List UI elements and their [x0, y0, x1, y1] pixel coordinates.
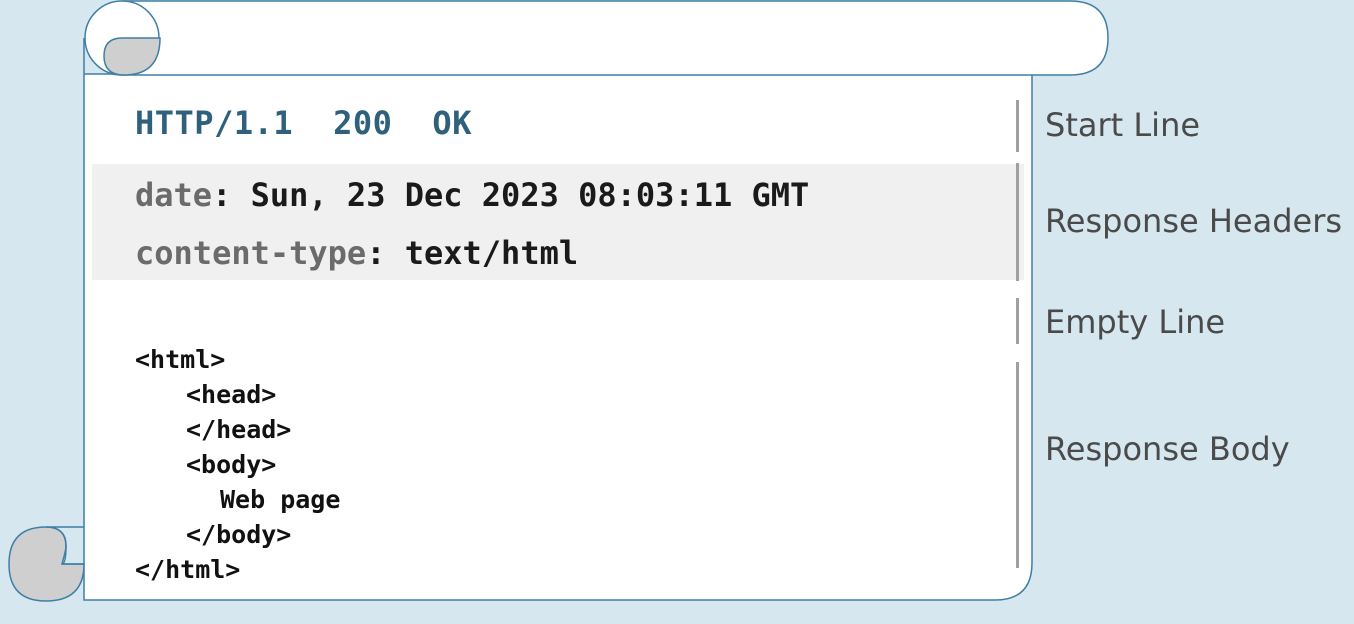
divider-empty-line [1016, 298, 1019, 344]
start-line: HTTP/1.1 200 OK [135, 104, 512, 142]
header-name: content-type [135, 234, 367, 272]
header-name: date [135, 176, 213, 214]
divider-body [1016, 362, 1019, 568]
body-line: <head> [186, 380, 277, 409]
body-line: </html> [135, 555, 241, 584]
header-separator: : [212, 176, 232, 214]
scroll-top-curl [103, 37, 161, 76]
header-value: text/html [404, 234, 579, 272]
body-line: Web page [220, 485, 341, 514]
scroll-top-roll [122, 0, 1109, 76]
reason-phrase: OK [432, 104, 472, 142]
header-row-content-type: content-type: text/html [135, 234, 578, 272]
header-separator: : [366, 234, 386, 272]
header-value: Sun, 23 Dec 2023 08:03:11 GMT [250, 176, 810, 214]
header-row-date: date: Sun, 23 Dec 2023 08:03:11 GMT [135, 176, 809, 214]
body-line: <html> [135, 345, 226, 374]
scroll-bottom-curl-inner [45, 526, 84, 565]
body-line: <body> [186, 450, 277, 479]
divider-headers [1016, 163, 1019, 281]
status-code: 200 [333, 104, 393, 142]
headers-background [92, 164, 1024, 280]
label-response-headers: Response Headers [1045, 202, 1343, 240]
label-response-body: Response Body [1045, 430, 1290, 468]
http-version: HTTP/1.1 [135, 104, 294, 142]
body-line: </head> [186, 415, 292, 444]
label-start-line: Start Line [1045, 106, 1201, 144]
body-line: </body> [186, 520, 292, 549]
label-empty-line: Empty Line [1045, 303, 1226, 341]
divider-start-line [1016, 100, 1019, 152]
